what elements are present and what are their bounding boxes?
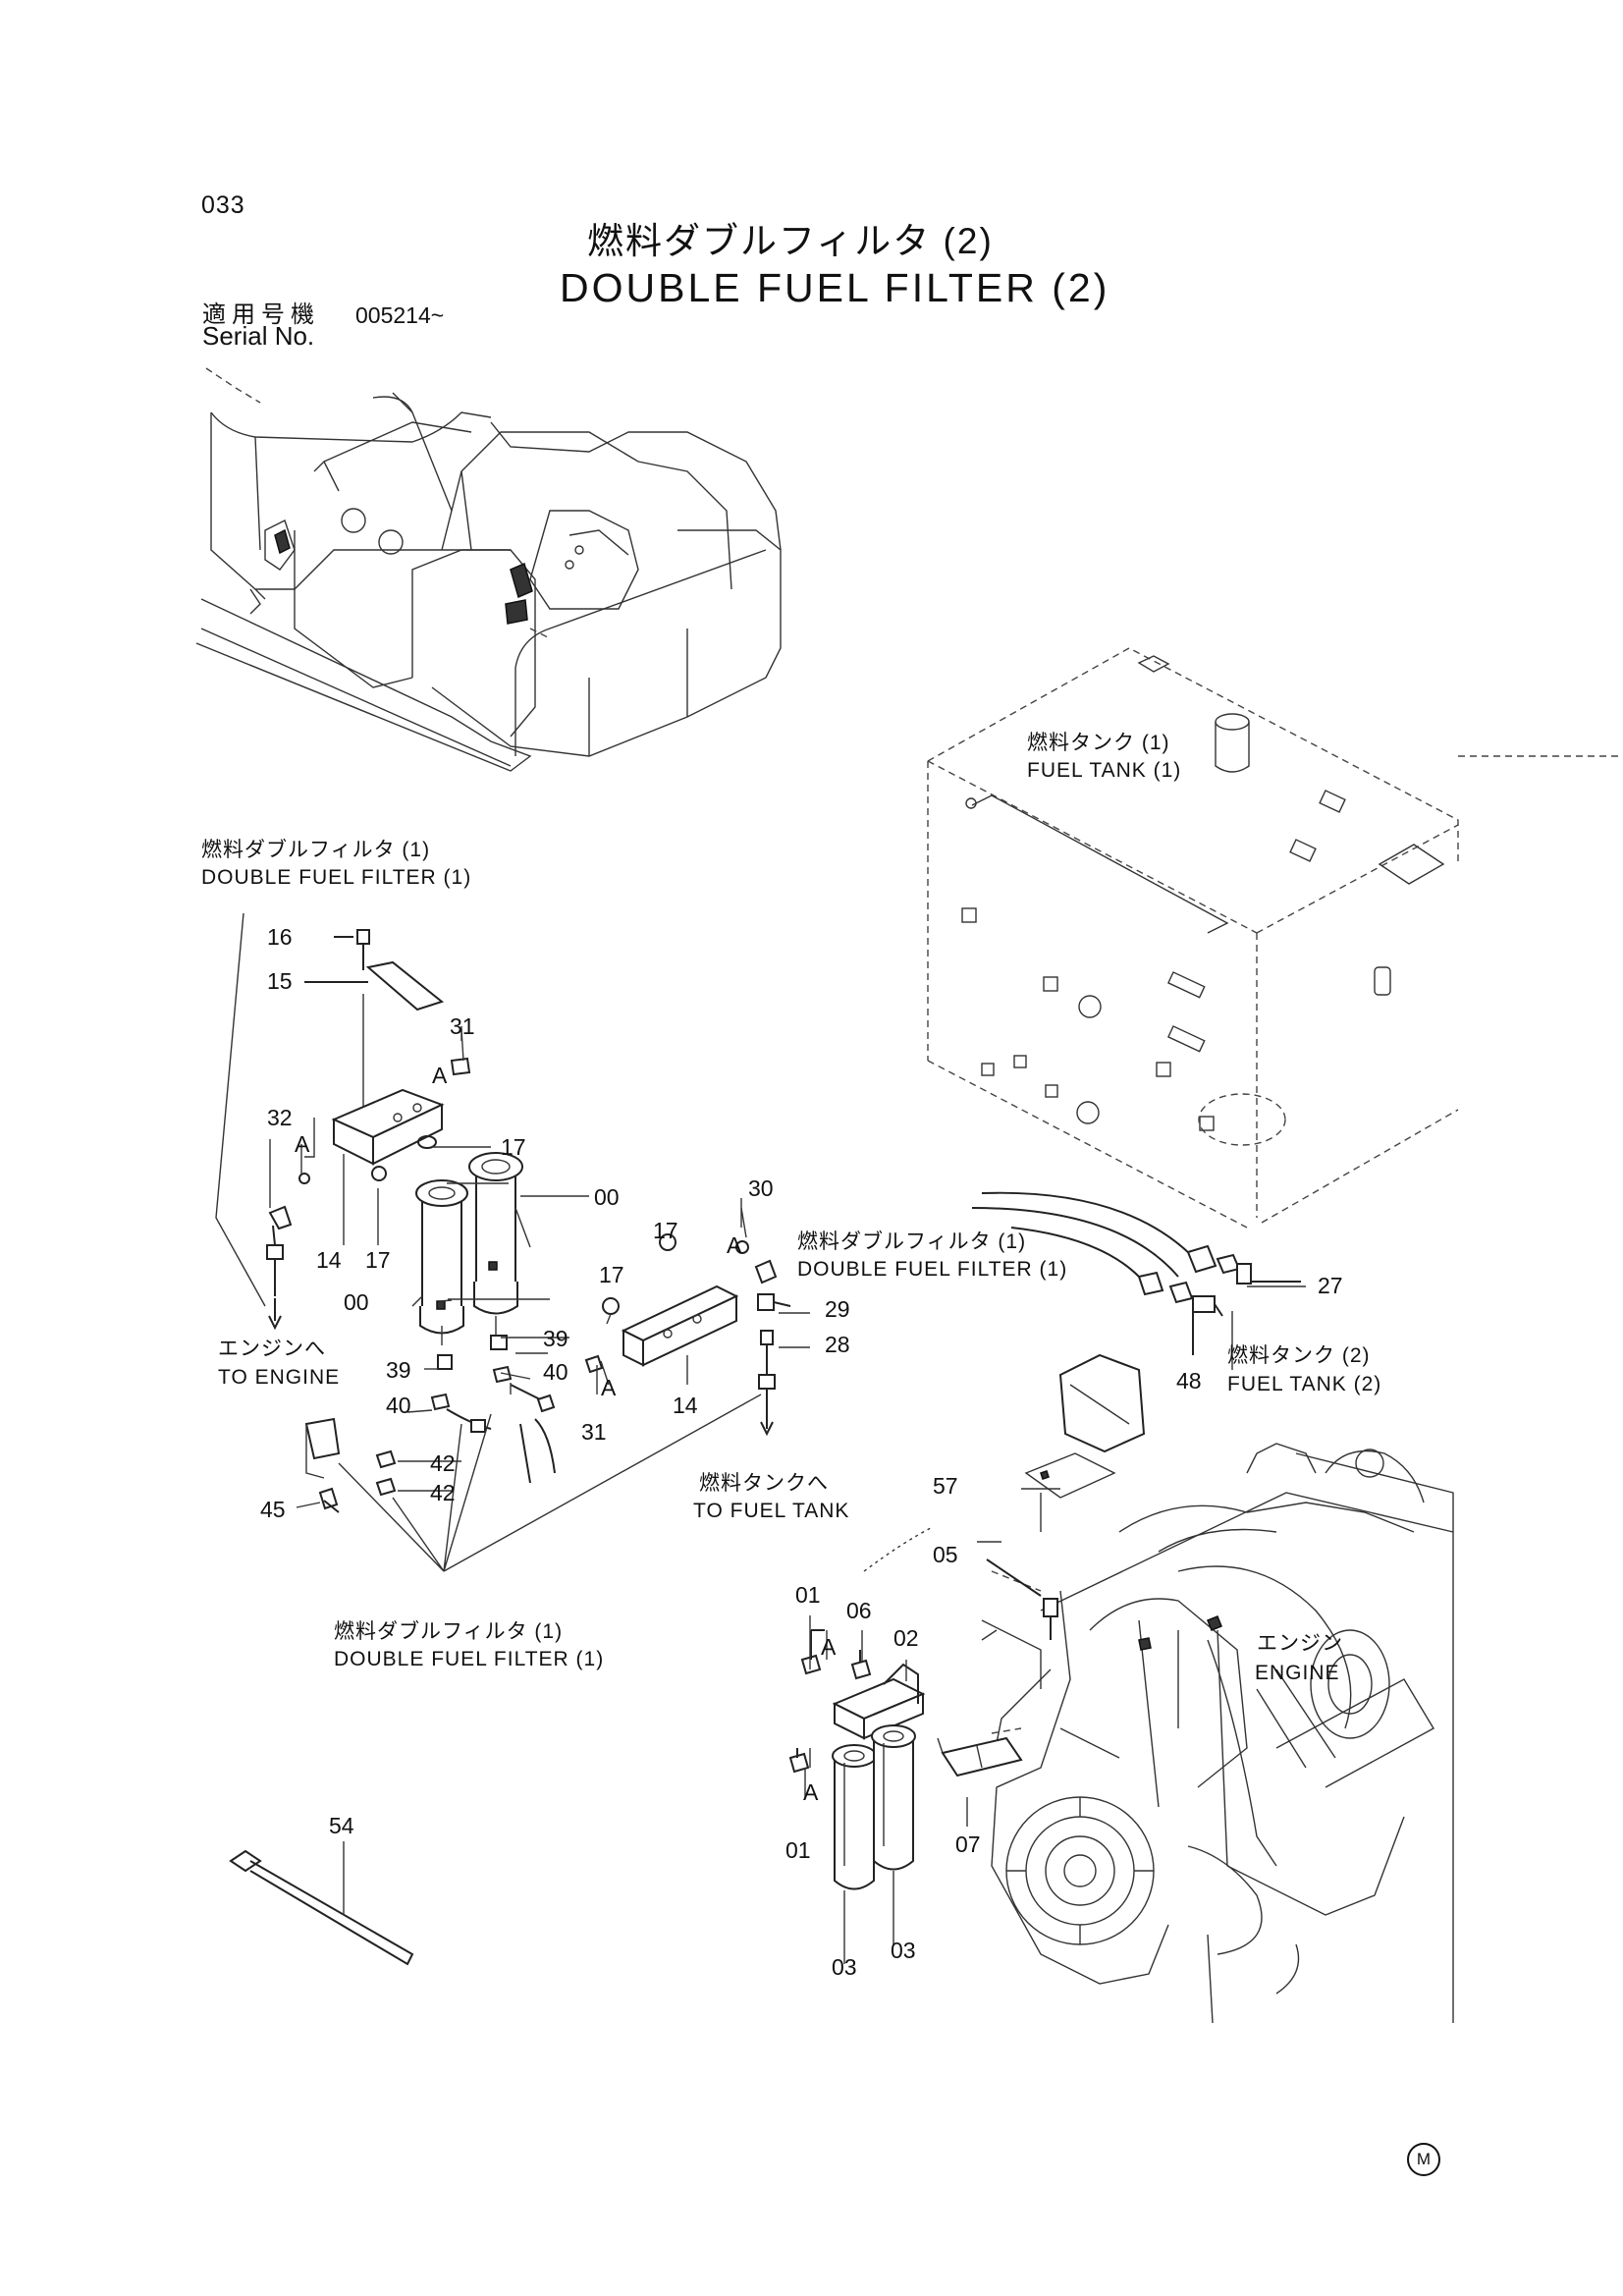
part-number-label: 14 — [673, 1393, 698, 1418]
part-number-label: 27 — [1318, 1273, 1343, 1298]
part-number-label: 17 — [599, 1262, 624, 1287]
page-title-english: DOUBLE FUEL FILTER (2) — [560, 265, 1110, 310]
part-number-label: 39 — [543, 1326, 568, 1351]
page-title-japanese: 燃料ダブルフィルタ (2) — [587, 221, 994, 261]
serial-number-value: 005214~ — [355, 302, 445, 328]
part-number-label: 40 — [543, 1359, 568, 1385]
callout-tank2-en: FUEL TANK (2) — [1227, 1373, 1382, 1395]
part-number-label: 15 — [267, 968, 293, 994]
part-number-label: 01 — [785, 1837, 811, 1863]
callout-engine-en: ENGINE — [1255, 1662, 1340, 1684]
part-number-label: 30 — [748, 1175, 774, 1201]
part-number-label: 16 — [267, 924, 293, 950]
callout-filter1-top-en: DOUBLE FUEL FILTER (1) — [201, 866, 472, 889]
callout-filter1-bottom-en: DOUBLE FUEL FILTER (1) — [334, 1648, 605, 1670]
page-number: 033 — [201, 191, 245, 219]
part-number-label: 29 — [825, 1296, 850, 1322]
part-number-label: 57 — [933, 1473, 958, 1499]
callout-to-engine-en: TO ENGINE — [218, 1366, 341, 1389]
part-number-label: 31 — [581, 1419, 607, 1445]
part-number-label: 05 — [933, 1542, 958, 1567]
fuel-tank-1-illustration — [927, 647, 1623, 1229]
part-number-label: 07 — [955, 1831, 981, 1857]
part-number-label: 14 — [316, 1247, 342, 1273]
reference-mark-label: A — [601, 1375, 617, 1400]
part-number-label: 01 — [795, 1582, 821, 1608]
callout-to-engine-jp: エンジンへ — [218, 1338, 326, 1360]
part-number-label: 31 — [450, 1013, 475, 1039]
callout-filter1-top-jp: 燃料ダブルフィルタ (1) — [201, 839, 431, 861]
serial-label-english: Serial No. — [202, 321, 315, 351]
part-number-label: 40 — [386, 1393, 411, 1418]
reference-mark-label: A — [295, 1131, 310, 1157]
callout-tank1-jp: 燃料タンク (1) — [1027, 732, 1170, 754]
part-number-label: 54 — [329, 1813, 354, 1838]
part-number-label: 39 — [386, 1357, 411, 1383]
serial-label-japanese: 適用号機 — [202, 301, 320, 328]
machine-overview-illustration — [195, 367, 782, 772]
part-number-label: 17 — [653, 1218, 678, 1243]
reference-leaders — [300, 1028, 828, 1768]
part-number-label: 17 — [365, 1247, 391, 1273]
double-fuel-filter-1-assembly — [215, 912, 810, 1572]
engine-illustration — [981, 1353, 1454, 2024]
part-number-label: 17 — [501, 1134, 526, 1160]
callout-filter1-mid-jp: 燃料ダブルフィルタ (1) — [797, 1230, 1027, 1253]
double-fuel-filter-2-components — [788, 1285, 1306, 1964]
part-number-label: 45 — [260, 1497, 286, 1522]
part-number-label: 48 — [1176, 1368, 1202, 1394]
reference-mark-label: A — [803, 1779, 819, 1805]
callout-tank1-en: FUEL TANK (1) — [1027, 759, 1182, 782]
part-number-label: 03 — [832, 1954, 857, 1980]
callout-filter1-mid-en: DOUBLE FUEL FILTER (1) — [797, 1258, 1068, 1281]
part-number-label: 02 — [893, 1625, 919, 1651]
callout-filter1-bottom-jp: 燃料ダブルフィルタ (1) — [334, 1620, 564, 1643]
part-number-label: 32 — [267, 1105, 293, 1130]
part-number-label: 06 — [846, 1598, 872, 1623]
manufacturer-mark: M — [1407, 2143, 1440, 2176]
reference-mark-label: A — [727, 1232, 742, 1258]
part-number-label: 03 — [891, 1938, 916, 1963]
callout-tank2-jp: 燃料タンク (2) — [1227, 1344, 1371, 1367]
reference-mark-label: A — [432, 1063, 448, 1088]
callout-to-tank-jp: 燃料タンクへ — [699, 1472, 829, 1495]
fuel-hoses-illustration — [971, 1191, 1301, 1355]
cable-tie-54-illustration — [229, 1841, 414, 1966]
part-number-label: 42 — [430, 1480, 456, 1505]
part-number-label: 00 — [344, 1289, 369, 1315]
reference-mark-label: A — [821, 1634, 837, 1660]
part-number-label: 42 — [430, 1450, 456, 1476]
callout-engine-jp: エンジン — [1257, 1632, 1343, 1655]
part-number-label: 28 — [825, 1332, 850, 1357]
callout-to-tank-en: TO FUEL TANK — [693, 1500, 850, 1522]
part-number-label: 00 — [594, 1184, 620, 1210]
